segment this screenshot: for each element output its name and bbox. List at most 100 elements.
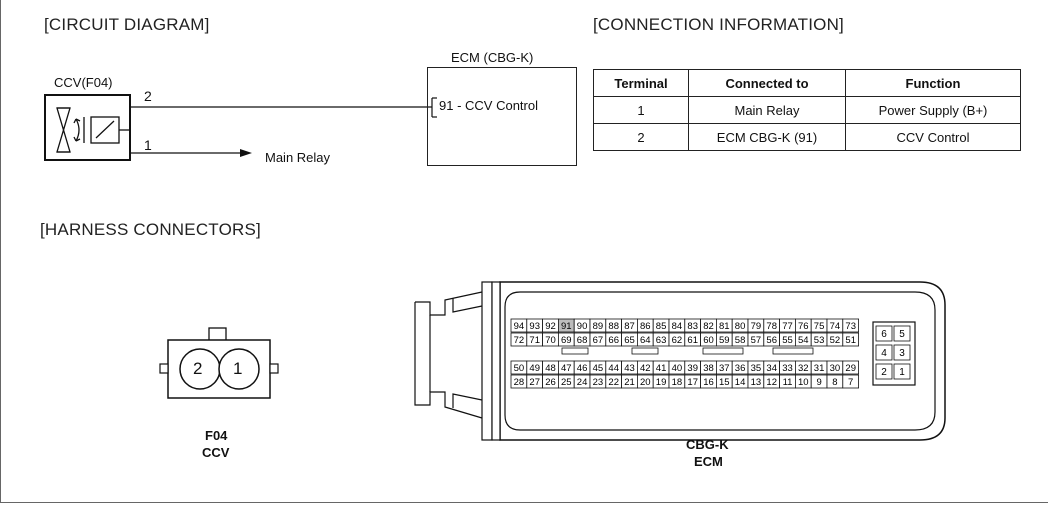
ecm-pin-label: 91 — [561, 321, 572, 332]
ecm-pin-51 — [842, 332, 859, 347]
ecm-pin-label: 74 — [830, 321, 841, 332]
ecm-pin-label: 12 — [766, 377, 777, 388]
ecm-pin-label: 8 — [832, 377, 837, 388]
ecm-pin-label: 9 — [816, 377, 821, 388]
ecm-pin-label: 34 — [766, 363, 777, 374]
ecm-small-pin-5 — [893, 325, 911, 342]
ecm-pin-label: 19 — [656, 377, 667, 388]
cell-connected-to: Main Relay — [688, 96, 846, 124]
ecm-pin-label: 88 — [608, 321, 619, 332]
ecm-pin-label: 43 — [624, 363, 635, 374]
ecm-small-pin-label: 1 — [899, 367, 905, 378]
ecm-pin-label: 28 — [514, 377, 525, 388]
ecm-pin-label: 78 — [766, 321, 777, 332]
ecm-pin-label: 46 — [577, 363, 588, 374]
cell-function: Power Supply (B+) — [845, 96, 1021, 124]
ecm-pin-label: 45 — [593, 363, 604, 374]
ecm-pin-label: 15 — [719, 377, 730, 388]
ecm-pin-label: 53 — [814, 335, 825, 346]
arrow-right-icon — [240, 149, 252, 157]
ecm-pin-label: 67 — [593, 335, 604, 346]
ecm-pin-label: 13 — [751, 377, 762, 388]
ecm-pin-label: 89 — [593, 321, 604, 332]
solenoid-symbol-icon — [83, 116, 130, 144]
ecm-pin-29 — [842, 360, 859, 375]
f04-desc-label: CCV — [202, 445, 230, 460]
ecm-pin-label: 58 — [735, 335, 746, 346]
ecm-name-label: CBG-K — [686, 437, 729, 452]
cell-terminal: 2 — [593, 123, 689, 151]
ccv-component-box — [44, 94, 131, 161]
ecm-pin-label: 42 — [640, 363, 651, 374]
valve-symbol-icon — [56, 107, 81, 153]
ecm-pin-label: 92 — [545, 321, 556, 332]
ecm-pin-7 — [842, 374, 859, 389]
ecm-pin-label: 37 — [719, 363, 730, 374]
ecm-small-pin-1 — [893, 363, 911, 380]
ecm-pin-label: 38 — [703, 363, 714, 374]
ecm-pin-label: 85 — [656, 321, 667, 332]
ecm-key-bar — [702, 347, 744, 355]
ecm-small-pin-label: 3 — [899, 348, 905, 359]
ecm-pin-label: 22 — [608, 377, 619, 388]
ecm-pin-label: 55 — [782, 335, 793, 346]
ecm-pin-label: 72 — [514, 335, 525, 346]
ecm-pin-label: 18 — [672, 377, 683, 388]
ecm-small-pin-label: 6 — [881, 329, 887, 340]
ecm-pin-label: 94 — [514, 321, 525, 332]
ecm-small-pin-6 — [875, 325, 893, 342]
ecm-pin-label: 56 — [766, 335, 777, 346]
ecm-key-bar — [772, 347, 814, 355]
ecm-pin-label: 32 — [798, 363, 809, 374]
ecm-pin-label: 10 — [798, 377, 809, 388]
main-relay-label: Main Relay — [265, 150, 331, 165]
ecm-pin-label: 39 — [687, 363, 698, 374]
ecm-pin-label: 71 — [529, 335, 540, 346]
ecm-pin-label: 57 — [751, 335, 762, 346]
table-row: 2 ECM CBG-K (91) CCV Control — [593, 123, 1021, 151]
ecm-pin-label: 17 — [687, 377, 698, 388]
ecm-pin-label: 20 — [640, 377, 651, 388]
cell-function: CCV Control — [845, 123, 1021, 151]
ecm-pin-label: 35 — [751, 363, 762, 374]
ecm-small-pin-label: 2 — [881, 367, 887, 378]
connection-table: Terminal Connected to Function 1 Main Re… — [593, 69, 1021, 151]
ecm-pin-label: 81 — [719, 321, 730, 332]
pin1-label: 1 — [144, 137, 152, 153]
circuit-diagram-heading: [CIRCUIT DIAGRAM] — [44, 15, 210, 34]
ecm-pin-label: 31 — [814, 363, 825, 374]
ecm-pin-label: 76 — [798, 321, 809, 332]
ecm-pin-label: 86 — [640, 321, 651, 332]
ecm-pin-label: 44 — [608, 363, 619, 374]
pin2-label: 2 — [144, 88, 152, 104]
ecm-pin-label: 25 — [561, 377, 572, 388]
ecm-pin-label: 73 — [845, 321, 856, 332]
ecm-pin-label: 40 — [672, 363, 683, 374]
f04-name-label: F04 — [205, 428, 228, 443]
connection-info-heading: [CONNECTION INFORMATION] — [593, 15, 844, 34]
ecm-pin-label: 14 — [735, 377, 746, 388]
f04-pin2-label: 2 — [193, 359, 203, 378]
ecm-pin-label: 91 - CCV Control — [439, 98, 538, 113]
ecm-pin-label: 82 — [703, 321, 714, 332]
ecm-pin-label: 41 — [656, 363, 667, 374]
ecm-pin-label: 7 — [848, 377, 853, 388]
ecm-key-bar — [631, 347, 659, 355]
ecm-pin-label: 80 — [735, 321, 746, 332]
ecm-pin-label: 49 — [529, 363, 540, 374]
ecm-pin-label: 47 — [561, 363, 572, 374]
ecm-pin-label: 21 — [624, 377, 635, 388]
ecm-pin-label: 63 — [656, 335, 667, 346]
ecm-pin-label: 33 — [782, 363, 793, 374]
ecm-desc-label: ECM — [694, 454, 723, 469]
ecm-pin-label: 79 — [751, 321, 762, 332]
ecm-key-bar — [561, 347, 589, 355]
ecm-pin-label: 11 — [783, 377, 793, 388]
ecm-pin-label: 87 — [624, 321, 635, 332]
ecm-pin-label: 60 — [703, 335, 714, 346]
ecm-pin-label: 62 — [672, 335, 683, 346]
ecm-label: ECM (CBG-K) — [451, 50, 534, 65]
ecm-small-pin-label: 5 — [899, 329, 905, 340]
ecm-small-pin-label: 4 — [881, 348, 887, 359]
